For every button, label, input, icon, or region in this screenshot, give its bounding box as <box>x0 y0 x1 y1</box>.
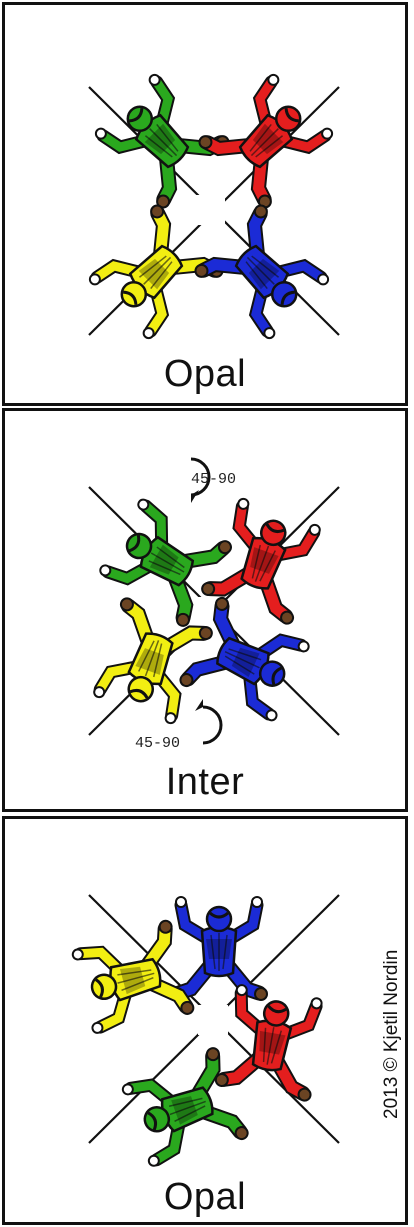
panel-opal-top: Opal <box>2 2 408 406</box>
rotation-label-top: 45-90 <box>191 471 236 488</box>
rotation-arrow-icon <box>195 699 223 745</box>
formation-diagram-1 <box>5 5 405 403</box>
panel-inter: 45-90 45-90 Inter <box>2 408 408 812</box>
skydiver-blue-icon <box>171 897 267 1000</box>
formation-diagram-2: 45-90 45-90 <box>5 457 340 752</box>
caption-opal: Opal <box>163 353 247 395</box>
skydiver-green-icon <box>120 1046 250 1171</box>
panel-opal-bottom: Opal 2013 © Kjetil Nordin <box>2 816 408 1225</box>
caption-opal: Opal <box>163 1176 247 1218</box>
copyright-text: 2013 © Kjetil Nordin <box>381 949 402 1119</box>
rotation-label-bottom: 45-90 <box>135 735 180 752</box>
formation-diagram-3 <box>5 819 340 1222</box>
rotation-arrow-icon <box>190 457 211 503</box>
skydiver-yellow-icon <box>88 597 213 727</box>
caption-inter: Inter <box>165 761 245 803</box>
